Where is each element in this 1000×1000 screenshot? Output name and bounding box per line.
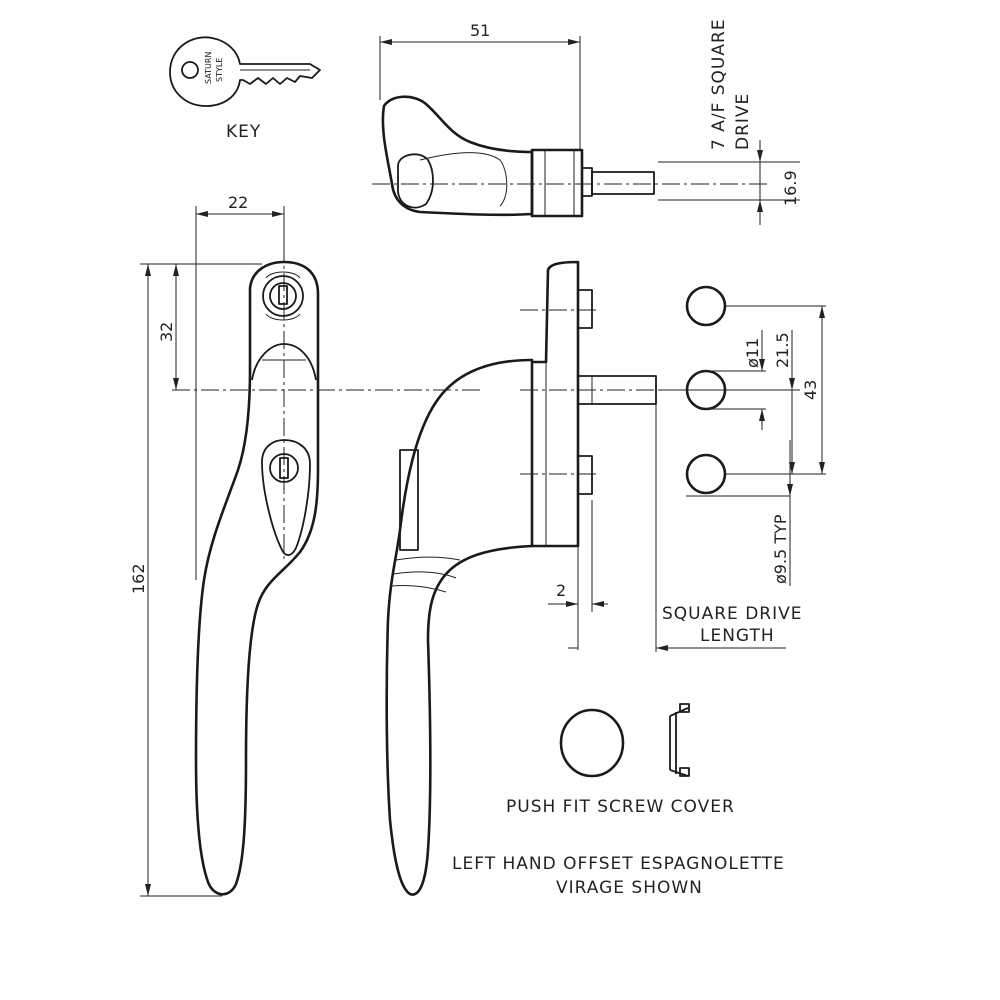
screw-cover-label: PUSH FIT SCREW COVER <box>506 797 735 817</box>
handle-side-view <box>385 260 680 896</box>
dim-top-width-value: 51 <box>470 21 490 40</box>
key-stamp-1: SATURN <box>204 52 213 84</box>
screw-cover-drawing <box>559 703 690 778</box>
dim-hole-spacing-value: 43 <box>801 380 820 400</box>
dimension-spindle-height: 16.9 <box>658 140 800 225</box>
dim-cover-diameter-value: ø9.5 TYP <box>771 514 790 584</box>
spindle-label-line1: 7 A/F SQUARE <box>709 18 729 150</box>
square-drive-label-line2: LENGTH <box>700 626 775 646</box>
caption-line2: VIRAGE SHOWN <box>556 878 703 898</box>
dim-offset-value: 2 <box>556 581 566 600</box>
spindle-label-line2: DRIVE <box>733 93 753 150</box>
dimension-front-upper: 32 <box>157 263 262 390</box>
handle-top-view <box>372 95 770 218</box>
dimension-offset: 2 <box>548 500 608 650</box>
handle-front-view <box>172 244 480 896</box>
dimension-overall-height: 162 <box>129 263 222 897</box>
dim-hole-spacing-half-value: 21.5 <box>773 332 792 368</box>
caption-line1: LEFT HAND OFFSET ESPAGNOLETTE <box>452 854 785 874</box>
dimension-front-width: 22 <box>195 193 285 580</box>
dim-front-width-value: 22 <box>228 193 248 212</box>
dimension-square-drive <box>568 404 786 652</box>
square-drive-label-line1: SQUARE DRIVE <box>662 604 803 624</box>
key-drawing: SATURN STYLE <box>169 36 321 107</box>
key-label: KEY <box>226 122 261 142</box>
dim-overall-height-value: 162 <box>129 563 148 594</box>
dim-hole-diameter-value: ø11 <box>743 338 762 368</box>
dimension-top-width: 51 <box>379 21 581 150</box>
key-stamp-2: STYLE <box>215 58 224 82</box>
dim-front-upper-value: 32 <box>157 322 176 342</box>
fixing-holes <box>660 285 826 586</box>
dim-spindle-height-value: 16.9 <box>781 170 800 206</box>
